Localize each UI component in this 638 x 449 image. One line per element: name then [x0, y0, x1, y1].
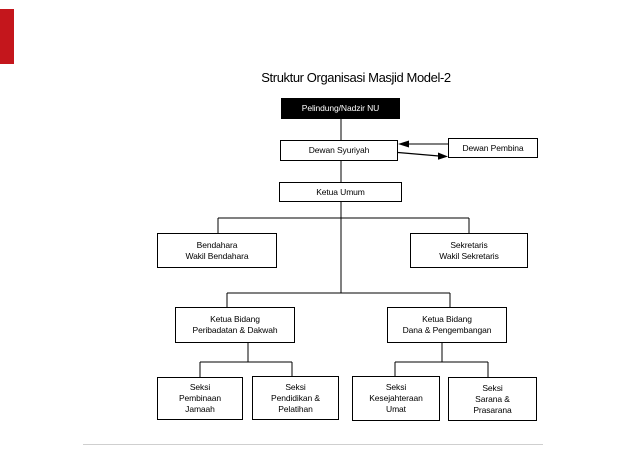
node-label: Ketua Umum [316, 186, 365, 197]
node-label: Ketua Bidang [422, 314, 472, 324]
org-node-ketua-umum: Ketua Umum [279, 182, 402, 202]
node-label: Seksi [285, 381, 306, 392]
node-label: Jamaah [185, 404, 215, 414]
node-label: Sarana & [475, 393, 510, 404]
org-node-dewan-syuriyah: Dewan Syuriyah [280, 140, 398, 161]
arrow-pembina-to-syuriyah [398, 140, 448, 148]
node-label: Dana & Pengembangan [402, 325, 492, 335]
org-node-bendahara: Bendahara Wakil Bendahara [157, 233, 277, 268]
org-node-ketua-bidang-peribadatan-dakwah: Ketua Bidang Peribadatan & Dakwah [175, 307, 295, 343]
node-label: Seksi [385, 382, 407, 392]
node-label: Peribadatan & Dakwah [192, 325, 278, 335]
node-label: Seksi [482, 382, 503, 393]
page-title: Struktur Organisasi Masjid Model-2 [261, 70, 451, 85]
arrow-syuriyah-to-pembina [397, 151, 448, 160]
node-label: Wakil Bendahara [185, 250, 249, 261]
org-node-sekretaris: Sekretaris Wakil Sekretaris [410, 233, 528, 268]
org-node-dewan-pembina: Dewan Pembina [448, 138, 538, 158]
node-label: Pelatihan [278, 403, 313, 414]
node-label: Kesejahteraan [369, 393, 423, 403]
node-label: Umat [386, 404, 406, 414]
org-node-seksi-pendidikan-pelatihan: Seksi Pendidikan & Pelatihan [252, 376, 339, 420]
node-label: Wakil Sekretaris [439, 250, 499, 261]
node-label: Seksi [189, 382, 211, 392]
node-label: Dewan Pembina [462, 142, 524, 153]
node-label: Pelindung/Nadzir NU [301, 103, 380, 113]
node-label: Ketua Bidang [210, 314, 260, 324]
org-node-seksi-pembinaan-jamaah: Seksi Pembinaan Jamaah [157, 377, 243, 420]
footer-divider [83, 444, 543, 445]
node-label: Prasarana [473, 404, 512, 415]
org-node-ketua-bidang-dana-pengembangan: Ketua Bidang Dana & Pengembangan [387, 307, 507, 343]
org-node-seksi-sarana-prasarana: Seksi Sarana & Prasarana [448, 377, 537, 421]
node-label: Bendahara [196, 239, 238, 250]
org-node-pelindung-nadzir-nu: Pelindung/Nadzir NU [281, 98, 400, 119]
node-label: Pendidikan & [271, 392, 320, 403]
org-node-seksi-kesejahteraan-umat: Seksi Kesejahteraan Umat [352, 376, 440, 421]
node-label: Dewan Syuriyah [308, 145, 370, 155]
node-label: Pembinaan [178, 393, 222, 403]
red-accent-bar [0, 9, 14, 64]
node-label: Sekretaris [450, 239, 488, 250]
